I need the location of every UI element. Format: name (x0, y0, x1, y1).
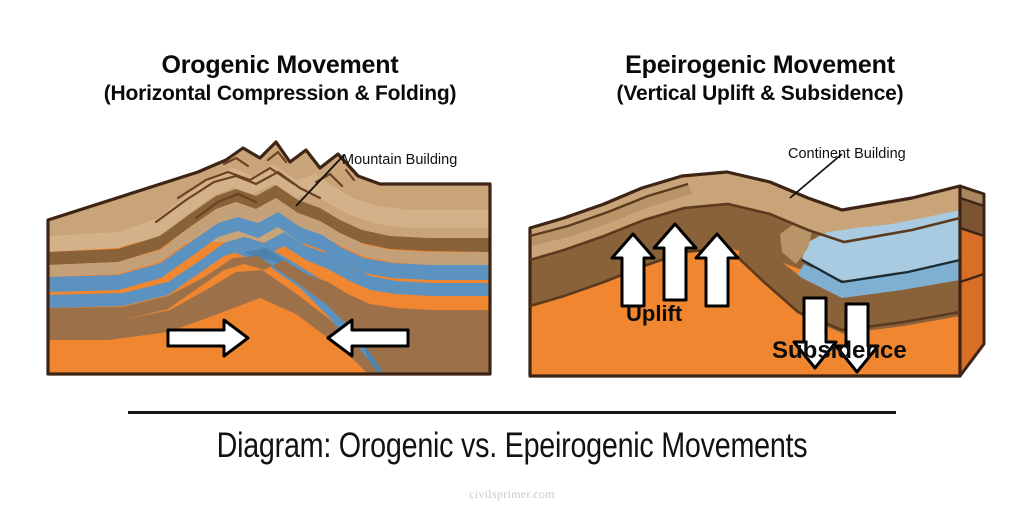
subsidence-label: Subsidence (772, 337, 907, 364)
water-level-line (801, 258, 961, 284)
uplift-arrow-3 (694, 232, 740, 308)
side-face-line-3 (959, 272, 985, 284)
orogenic-strata-group (46, 140, 492, 376)
subsidence-arrow-2 (834, 302, 880, 374)
subsidence-arrows-group (792, 296, 880, 374)
layer-blue-strata-2 (48, 232, 490, 308)
epeirogenic-strata-group (528, 153, 986, 378)
thrust-fault-blue-shadow (244, 248, 386, 374)
block-side-face-tan (960, 186, 984, 206)
mountain-building-leader-line (295, 154, 345, 207)
epeirogenic-block-diagram (512, 132, 1012, 394)
mountain-building-label: Mountain Building (342, 152, 458, 168)
epeirogenic-block-outline (528, 170, 962, 378)
ledge-line (529, 182, 689, 238)
layer-tan-ledge (530, 184, 692, 246)
orogenic-block-diagram (28, 132, 518, 392)
uplift-arrow-2 (652, 222, 698, 302)
orogenic-block-outline (46, 140, 492, 376)
water-body-deep-2 (796, 262, 960, 306)
diagram-caption: Diagram: Orogenic vs. Epeirogenic Moveme… (216, 426, 808, 465)
epeirogenic-title-sub: (Vertical Uplift & Subsidence) (616, 81, 904, 105)
orogenic-title-main: Orogenic Movement (161, 51, 399, 79)
site-watermark: civilsprimer.com (469, 487, 555, 501)
layer-dark-brown-fold (48, 185, 490, 265)
continent-building-label: Continent Building (788, 146, 906, 162)
uplift-arrow-1 (610, 232, 656, 308)
layer-light-tan-fold (48, 164, 490, 252)
epeirogenic-panel-title: Epeirogenic Movement (Vertical Uplift & … (515, 50, 1005, 106)
orogenic-panel-title: Orogenic Movement (Horizontal Compressio… (40, 50, 520, 106)
side-face-line-1 (959, 196, 985, 208)
compression-arrow-left (326, 318, 410, 358)
side-face-line-2 (959, 226, 985, 238)
fold-contour-lines (154, 150, 356, 224)
epeirogenic-title-main: Epeirogenic Movement (625, 51, 895, 79)
uplift-label: Uplift (626, 301, 683, 326)
strata-line-top (529, 202, 961, 262)
orogenic-title-sub: (Horizontal Compression & Folding) (103, 81, 457, 105)
compression-arrow-right (166, 318, 250, 358)
shoreline-tan (780, 224, 812, 264)
continent-building-leader-line (789, 153, 843, 199)
caption-divider (128, 411, 896, 414)
uplift-arrows-group (610, 222, 740, 308)
side-face-outline (958, 184, 986, 377)
subsidence-arrow-1 (792, 296, 838, 370)
layer-blue-strata (48, 212, 490, 292)
layer-tan-band-2 (48, 199, 490, 277)
